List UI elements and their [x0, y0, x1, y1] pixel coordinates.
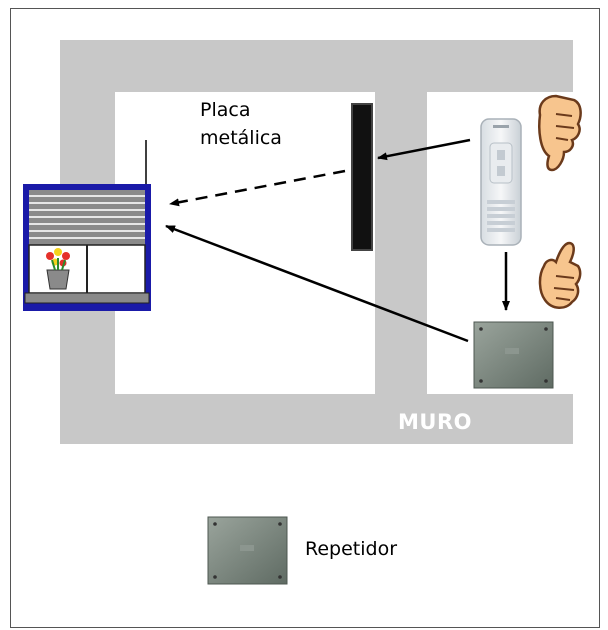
remote-control-icon: [480, 118, 522, 246]
thumbs-up-icon: [538, 241, 582, 309]
window-with-shutter-icon: [23, 140, 151, 311]
legend-repeater-icon: [207, 516, 288, 585]
metal-plate: [351, 103, 373, 251]
left-room: [115, 92, 375, 394]
repeater-legend-label: Repetidor: [305, 538, 398, 560]
thumbs-down-icon: [538, 94, 582, 172]
metal-plate-label: Placa metálica: [200, 99, 282, 149]
repeater-icon: [473, 321, 554, 389]
blocked-signal-arrow: [169, 169, 346, 207]
diagram-frame: [10, 8, 600, 628]
remote-to-plate-arrow: [377, 138, 471, 161]
signal-arrows: [165, 138, 510, 343]
repeater-to-window-arrow: [165, 224, 469, 343]
wall-label: MURO: [398, 410, 472, 434]
